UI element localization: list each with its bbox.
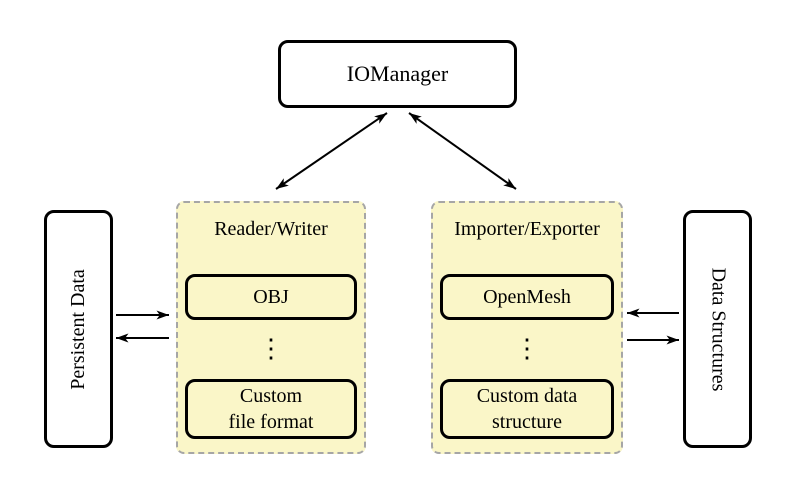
node-data-structures: Data Structures bbox=[683, 210, 752, 448]
double-arrow-iomanager-importerexporter bbox=[408, 112, 517, 190]
vertical-ellipsis: ⋮ bbox=[514, 334, 540, 363]
node-custom-file-format: Custom file format bbox=[185, 379, 357, 439]
node-persistent-data-label: Persistent Data bbox=[67, 268, 89, 390]
group-importer-exporter-title: Importer/Exporter bbox=[454, 218, 600, 240]
group-importer-exporter: Importer/Exporter OpenMesh ⋮ Custom data… bbox=[431, 201, 623, 454]
node-iomanager: IOManager bbox=[278, 40, 517, 108]
vertical-ellipsis: ⋮ bbox=[258, 334, 284, 363]
node-custom-data-structure: Custom data structure bbox=[440, 379, 614, 439]
group-reader-writer: Reader/Writer OBJ ⋮ Custom file format bbox=[176, 201, 366, 454]
group-reader-writer-title: Reader/Writer bbox=[214, 218, 328, 240]
node-persistent-data: Persistent Data bbox=[44, 210, 113, 448]
node-iomanager-label: IOManager bbox=[346, 61, 449, 86]
double-arrow-iomanager-readerwriter bbox=[275, 112, 388, 190]
node-openmesh: OpenMesh bbox=[440, 274, 614, 320]
node-data-structures-label: Data Structures bbox=[707, 267, 730, 391]
node-obj: OBJ bbox=[185, 274, 357, 320]
